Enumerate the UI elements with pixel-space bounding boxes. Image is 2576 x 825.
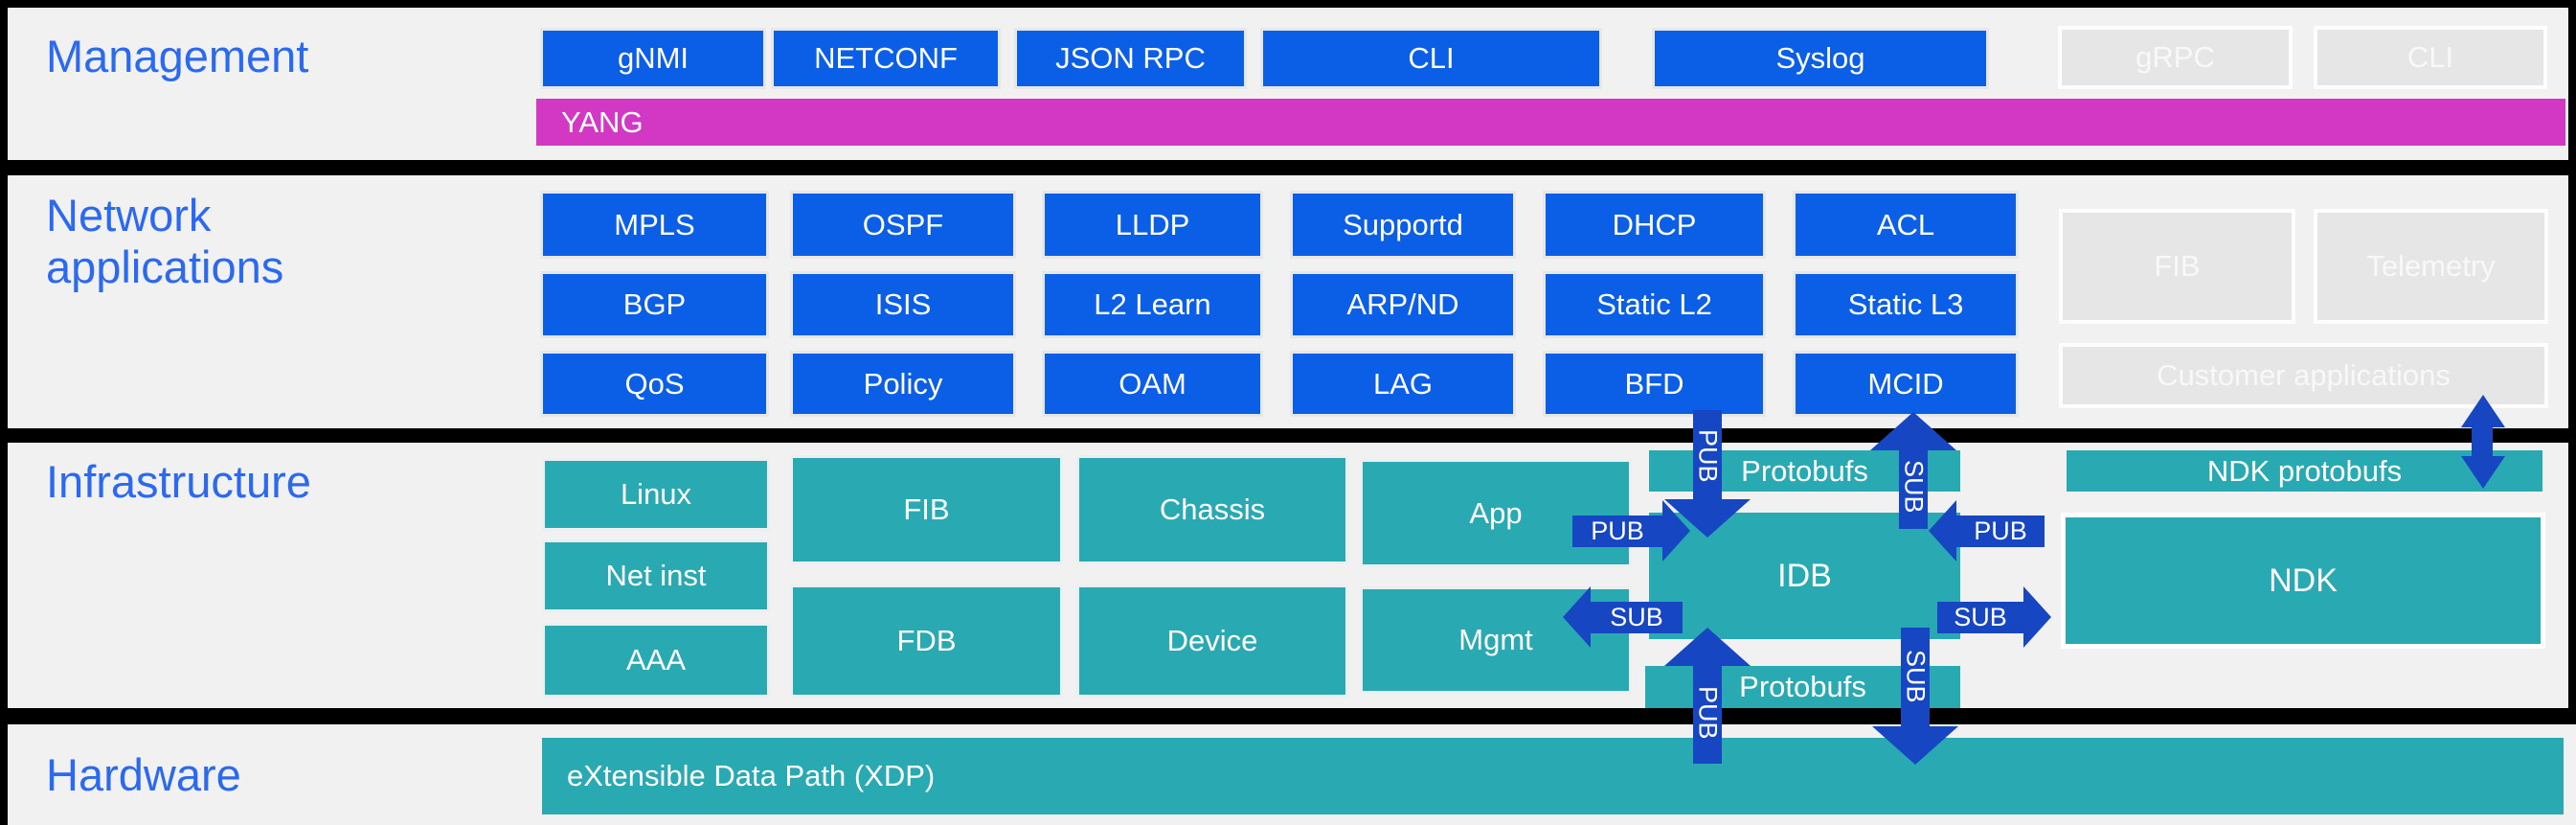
- infrastructure-section-label: Infrastructure: [46, 456, 311, 507]
- node-yang-bar: YANG: [536, 99, 2565, 146]
- divider-management-netapps: [0, 160, 2576, 175]
- arrow-ndk-pub-head: [1929, 500, 1956, 561]
- node-linux: Linux: [542, 458, 770, 531]
- node-lag: LAG: [1290, 351, 1516, 417]
- frame-right-border: [2568, 0, 2576, 724]
- node-ndk: NDK: [2061, 513, 2545, 649]
- node-chassis: Chassis: [1076, 455, 1348, 564]
- node-mpls: MPLS: [540, 191, 769, 259]
- node-customer-applications-ghost: Customer applications: [2059, 343, 2548, 408]
- arrow-app-pub-rect: PUB: [1572, 516, 1662, 547]
- node-app: App: [1360, 459, 1632, 567]
- node-bgp: BGP: [540, 271, 769, 338]
- node-xdp: eXtensible Data Path (XDP): [542, 738, 2564, 814]
- node-static-l3: Static L3: [1793, 271, 2019, 338]
- arrow-sub-up-head: [1870, 412, 1956, 450]
- node-fib-ghost: FIB: [2059, 209, 2295, 324]
- node-device: Device: [1076, 584, 1348, 698]
- arrow-ndk-sub-head: [2023, 586, 2051, 648]
- arrow-mgmt-sub-head: [1563, 586, 1591, 648]
- node-json-rpc: JSON RPC: [1014, 28, 1247, 89]
- arrow-app-pub-head: [1662, 500, 1690, 561]
- divider-netapps-infrastructure: [0, 428, 2576, 443]
- node-syslog: Syslog: [1652, 28, 1989, 89]
- node-l2-learn: L2 Learn: [1042, 271, 1263, 338]
- arrow-sub-up-label: SUB: [1899, 460, 1929, 514]
- frame-left-border: [0, 0, 8, 825]
- node-cli-ghost: CLI: [2314, 26, 2547, 89]
- node-net-inst: Net inst: [542, 539, 770, 612]
- node-netconf: NETCONF: [771, 28, 1001, 89]
- node-qos: QoS: [540, 351, 769, 417]
- frame-top-border: [0, 0, 2576, 8]
- node-cli: CLI: [1260, 28, 1602, 89]
- node-telemetry-ghost: Telemetry: [2314, 209, 2548, 324]
- node-mcid: MCID: [1793, 351, 2019, 417]
- arrow-sub-up-shaft: [1899, 448, 1928, 529]
- arrow-customer-ndk-bottom-head: [2461, 456, 2505, 489]
- node-arp-nd: ARP/ND: [1290, 271, 1516, 338]
- node-fdb: FDB: [790, 584, 1063, 698]
- node-supportd: Supportd: [1290, 191, 1516, 259]
- node-dhcp: DHCP: [1543, 191, 1766, 259]
- node-static-l2: Static L2: [1543, 271, 1766, 338]
- hardware-section-label: Hardware: [46, 749, 241, 800]
- node-isis: ISIS: [790, 271, 1016, 338]
- arrow-pub-down-shaft: [1693, 410, 1722, 503]
- node-aaa: AAA: [542, 623, 770, 698]
- divider-infrastructure-hardware: [0, 708, 2576, 724]
- arrow-xdp-sub-label: SUB: [1901, 650, 1931, 703]
- arrow-xdp-pub-shaft: [1693, 664, 1722, 764]
- arrow-xdp-sub-shaft: [1901, 628, 1930, 728]
- arrow-xdp-pub-head: [1664, 628, 1751, 666]
- node-bfd: BFD: [1543, 351, 1766, 417]
- arrow-ndk-pub-rect: PUB: [1956, 516, 2045, 547]
- arrow-xdp-sub-head: [1872, 726, 1958, 765]
- node-fib-infra: FIB: [790, 455, 1063, 564]
- node-gnmi: gNMI: [540, 28, 766, 89]
- arrow-ndk-sub-rect: SUB: [1937, 602, 2023, 633]
- node-ospf: OSPF: [790, 191, 1016, 259]
- arrow-xdp-pub-label: PUB: [1693, 686, 1723, 740]
- node-acl: ACL: [1793, 191, 2019, 259]
- node-oam: OAM: [1042, 351, 1263, 417]
- node-grpc-ghost: gRPC: [2058, 26, 2293, 89]
- arrow-customer-ndk-top-head: [2461, 395, 2505, 427]
- node-policy: Policy: [790, 351, 1016, 417]
- arrow-pub-down-label: PUB: [1693, 429, 1723, 483]
- network-applications-section-label: Network applications: [46, 190, 284, 292]
- node-lldp: LLDP: [1042, 191, 1263, 259]
- management-section-label: Management: [46, 31, 309, 81]
- arrow-customer-ndk-shaft: [2472, 425, 2493, 458]
